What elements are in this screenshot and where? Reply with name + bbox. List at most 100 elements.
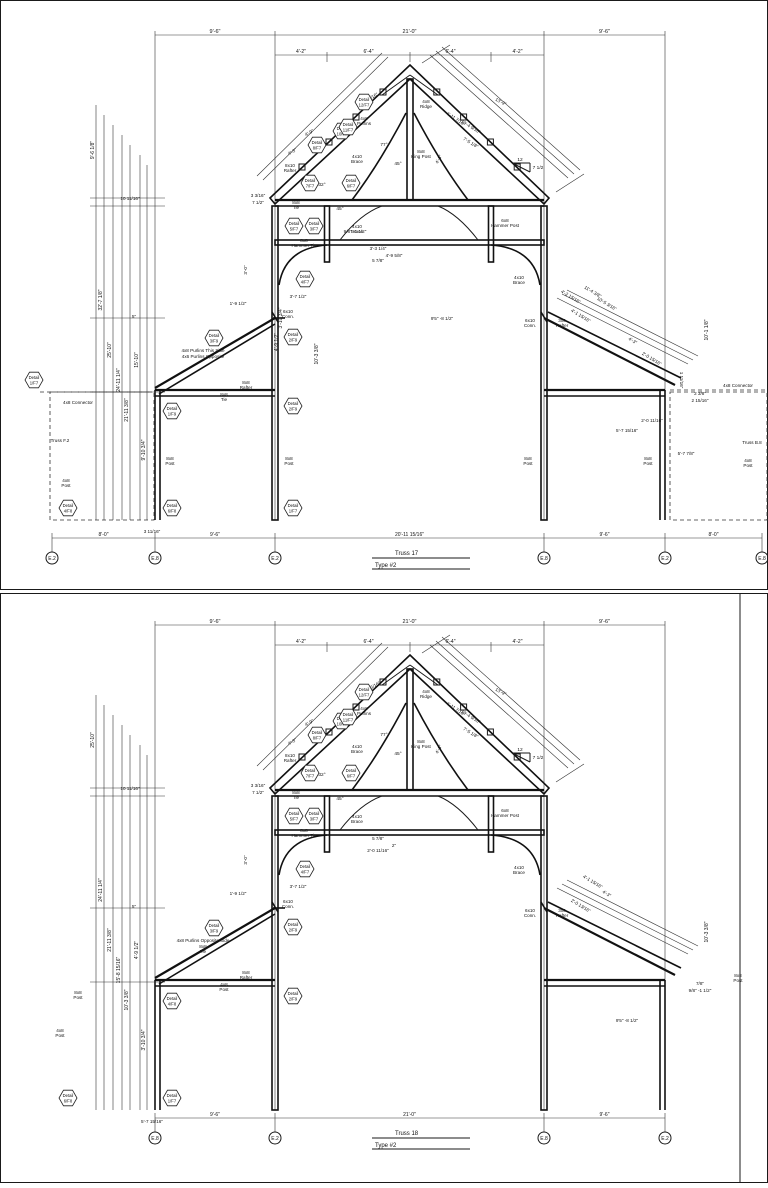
member-label: 4x8 Purlins Opposite Side — [177, 938, 230, 943]
dim-roof: 4'-9" — [304, 718, 315, 727]
detail-label: Detail — [312, 140, 323, 145]
panel-border-bottom — [0, 593, 768, 1183]
detail-ref: 10/F7 — [337, 132, 348, 137]
member-label-line2: Conn. — [524, 913, 536, 918]
dim-small: 9/8" -1 1/2" — [689, 988, 712, 993]
member-label-line2: Tie — [293, 205, 300, 210]
detail-hexagon — [283, 918, 303, 936]
member-label: 8x8 — [417, 739, 425, 744]
detail-hexagon — [307, 726, 327, 744]
detail-hexagon — [300, 764, 320, 782]
detail-hexagon — [338, 708, 358, 726]
angle-label: 45° — [394, 751, 401, 757]
grid-bubble — [268, 1131, 282, 1145]
detail-ref: 6/F7 — [347, 774, 356, 779]
brace-curve — [437, 205, 479, 241]
angle-label: 32° — [318, 772, 325, 778]
member-label-line2: King Post — [411, 744, 431, 749]
dim-vertical: 4'-9 1/2" — [274, 333, 280, 352]
main-rafters — [268, 63, 551, 206]
detail-ref: 4/F7 — [301, 870, 310, 875]
member-label: 3x6 — [558, 318, 566, 323]
post — [323, 205, 331, 263]
member-label: Truss F.2 — [51, 438, 70, 443]
member-label-line2: Brace — [351, 819, 363, 824]
detail-label: Detail — [305, 768, 316, 773]
detail-ref: 4/F8 — [64, 509, 73, 514]
dim-small: 10 11/16" — [120, 786, 140, 791]
member-label: 4x8 — [220, 982, 228, 987]
dim-roof: 4'-9" — [304, 128, 315, 137]
pitch-triangle — [511, 162, 531, 173]
member-label-line2: Tie — [200, 949, 207, 954]
detail-label: Detail — [167, 1093, 178, 1098]
detail-label: Detail — [288, 991, 299, 996]
detail-label: Detail — [288, 503, 299, 508]
dim-small: 5" — [132, 904, 137, 909]
dim-bottom-seg: 8'-0" — [709, 532, 719, 538]
roof-dim-tick — [555, 763, 585, 783]
detail-hexagon — [304, 217, 324, 235]
detail-hexagon — [295, 860, 315, 878]
detail-ref: 8/F7 — [313, 146, 322, 151]
purlin-block — [379, 678, 387, 686]
detail-ref: 2/F9 — [289, 928, 298, 933]
member-label: 4x10 — [514, 275, 524, 280]
dim-upper-seg: 6'-4" — [364, 49, 374, 55]
purlin-block — [486, 138, 494, 146]
detail-ref: 1/F7 — [168, 1099, 177, 1104]
detail-label: Detail — [288, 922, 299, 927]
dim-roof: 10'-5 3/16" — [596, 296, 618, 312]
hammer-tie — [274, 829, 545, 836]
detail-ref: 2/F9 — [289, 338, 298, 343]
member-label: 6x10 — [283, 309, 293, 314]
roof-dim-line — [256, 642, 383, 767]
king-brace-left — [351, 702, 407, 791]
pitch-triangle — [511, 752, 531, 763]
detail-label: Detail — [359, 97, 370, 102]
detail-ref: 6/F8 — [168, 509, 177, 514]
detail-ref: 12/F7 — [359, 693, 370, 698]
brace-curve — [339, 205, 383, 241]
detail-label: Detail — [167, 406, 178, 411]
member-label-line2: Tie — [293, 795, 300, 800]
member-label: 8x8 — [300, 238, 308, 243]
member-label: 4x10 — [352, 224, 362, 229]
dim-small: 2'-0 11/16" — [641, 418, 663, 423]
member-label: 4x8 Connector — [723, 383, 753, 388]
member-label: 8x8 — [292, 790, 300, 795]
detail-label: Detail — [289, 811, 300, 816]
member-label-line2: Purlins — [357, 121, 372, 126]
roof-dim-line — [429, 644, 569, 769]
member-label: 8x8 — [242, 970, 250, 975]
detail-hexagon — [58, 499, 78, 517]
member-label: 8x8 — [74, 990, 82, 995]
detail-hexagon — [162, 1089, 182, 1107]
detail-label: Detail — [289, 221, 300, 226]
dim-vertical: 25'-10" — [90, 732, 96, 748]
dim-roof: 4'-3" — [287, 737, 298, 746]
member-label: 8x8 — [734, 973, 742, 978]
member-label-line2: Post — [219, 987, 229, 992]
angle-label: 77° — [380, 142, 387, 148]
pitch-run: 7 1/2 — [533, 755, 544, 761]
detail-label: Detail — [346, 768, 357, 773]
detail-label: Detail — [288, 332, 299, 337]
grid-label: E.2 — [661, 1136, 669, 1142]
lean-dim-line — [556, 297, 689, 365]
pitch-rise: 12 — [517, 157, 523, 163]
grid-label: E.8 — [151, 556, 159, 562]
dim-upper-seg: 4'-2" — [513, 49, 523, 55]
dim-small: 10 11/16" — [120, 196, 140, 201]
member-label-line2: Rafter — [556, 323, 569, 328]
detail-ref: 3/F7 — [310, 227, 319, 232]
lean-dim-line — [566, 289, 699, 357]
dim-vertical: 9'-10 3/4" — [141, 439, 147, 460]
detail-hexagon — [283, 397, 303, 415]
type-label: Type #2 — [375, 563, 397, 569]
detail-label: Detail — [309, 811, 320, 816]
post — [406, 78, 414, 201]
